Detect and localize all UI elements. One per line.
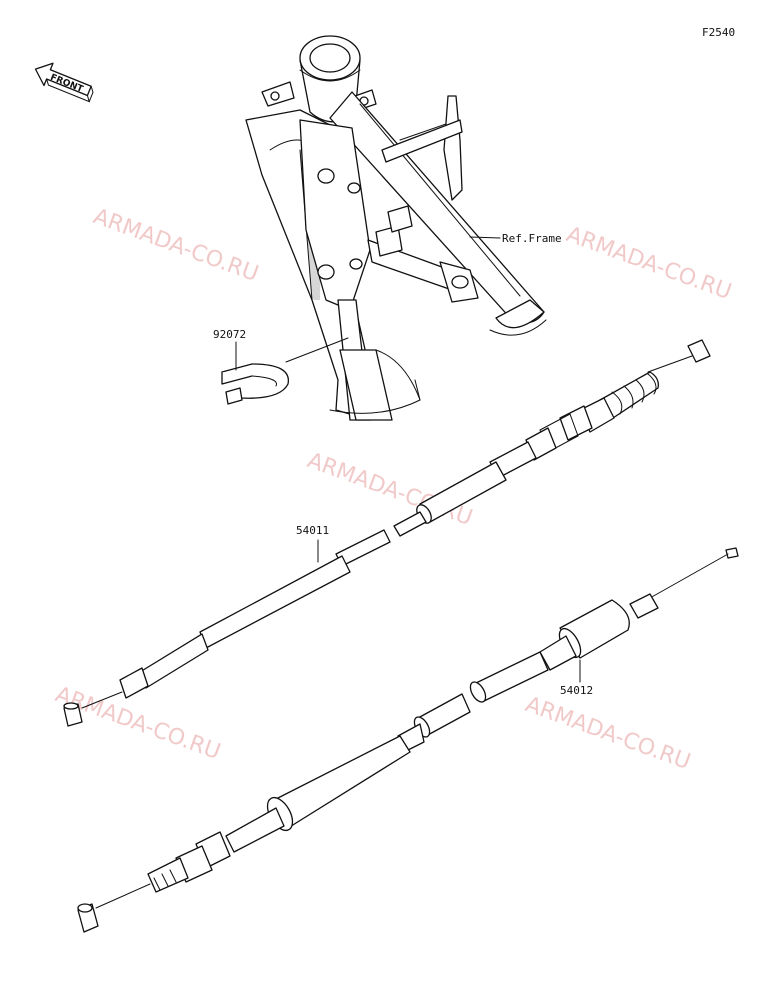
- part-number-92072: 92072: [213, 328, 246, 341]
- ref-frame-leader: [469, 236, 501, 239]
- part-92072-clamp: [221, 363, 289, 405]
- front-arrow-icon: FRONT: [34, 62, 94, 103]
- part-number-54012: 54012: [560, 684, 593, 697]
- leader-92072-frame: [285, 337, 349, 363]
- watermark-1: ARMADA-CO.RU: [90, 204, 262, 287]
- frame-illustration: [245, 35, 547, 421]
- diagram-code: F2540: [702, 26, 735, 39]
- part-54012-cable: [77, 547, 739, 933]
- part-number-54011: 54011: [296, 524, 329, 537]
- ref-frame-label: Ref.Frame: [502, 232, 562, 245]
- watermark-5: ARMADA-CO.RU: [522, 692, 694, 775]
- watermarks: ARMADA-CO.RU ARMADA-CO.RU ARMADA-CO.RU A…: [52, 204, 735, 775]
- watermark-2: ARMADA-CO.RU: [563, 222, 735, 305]
- part-54011-cable: [63, 339, 711, 727]
